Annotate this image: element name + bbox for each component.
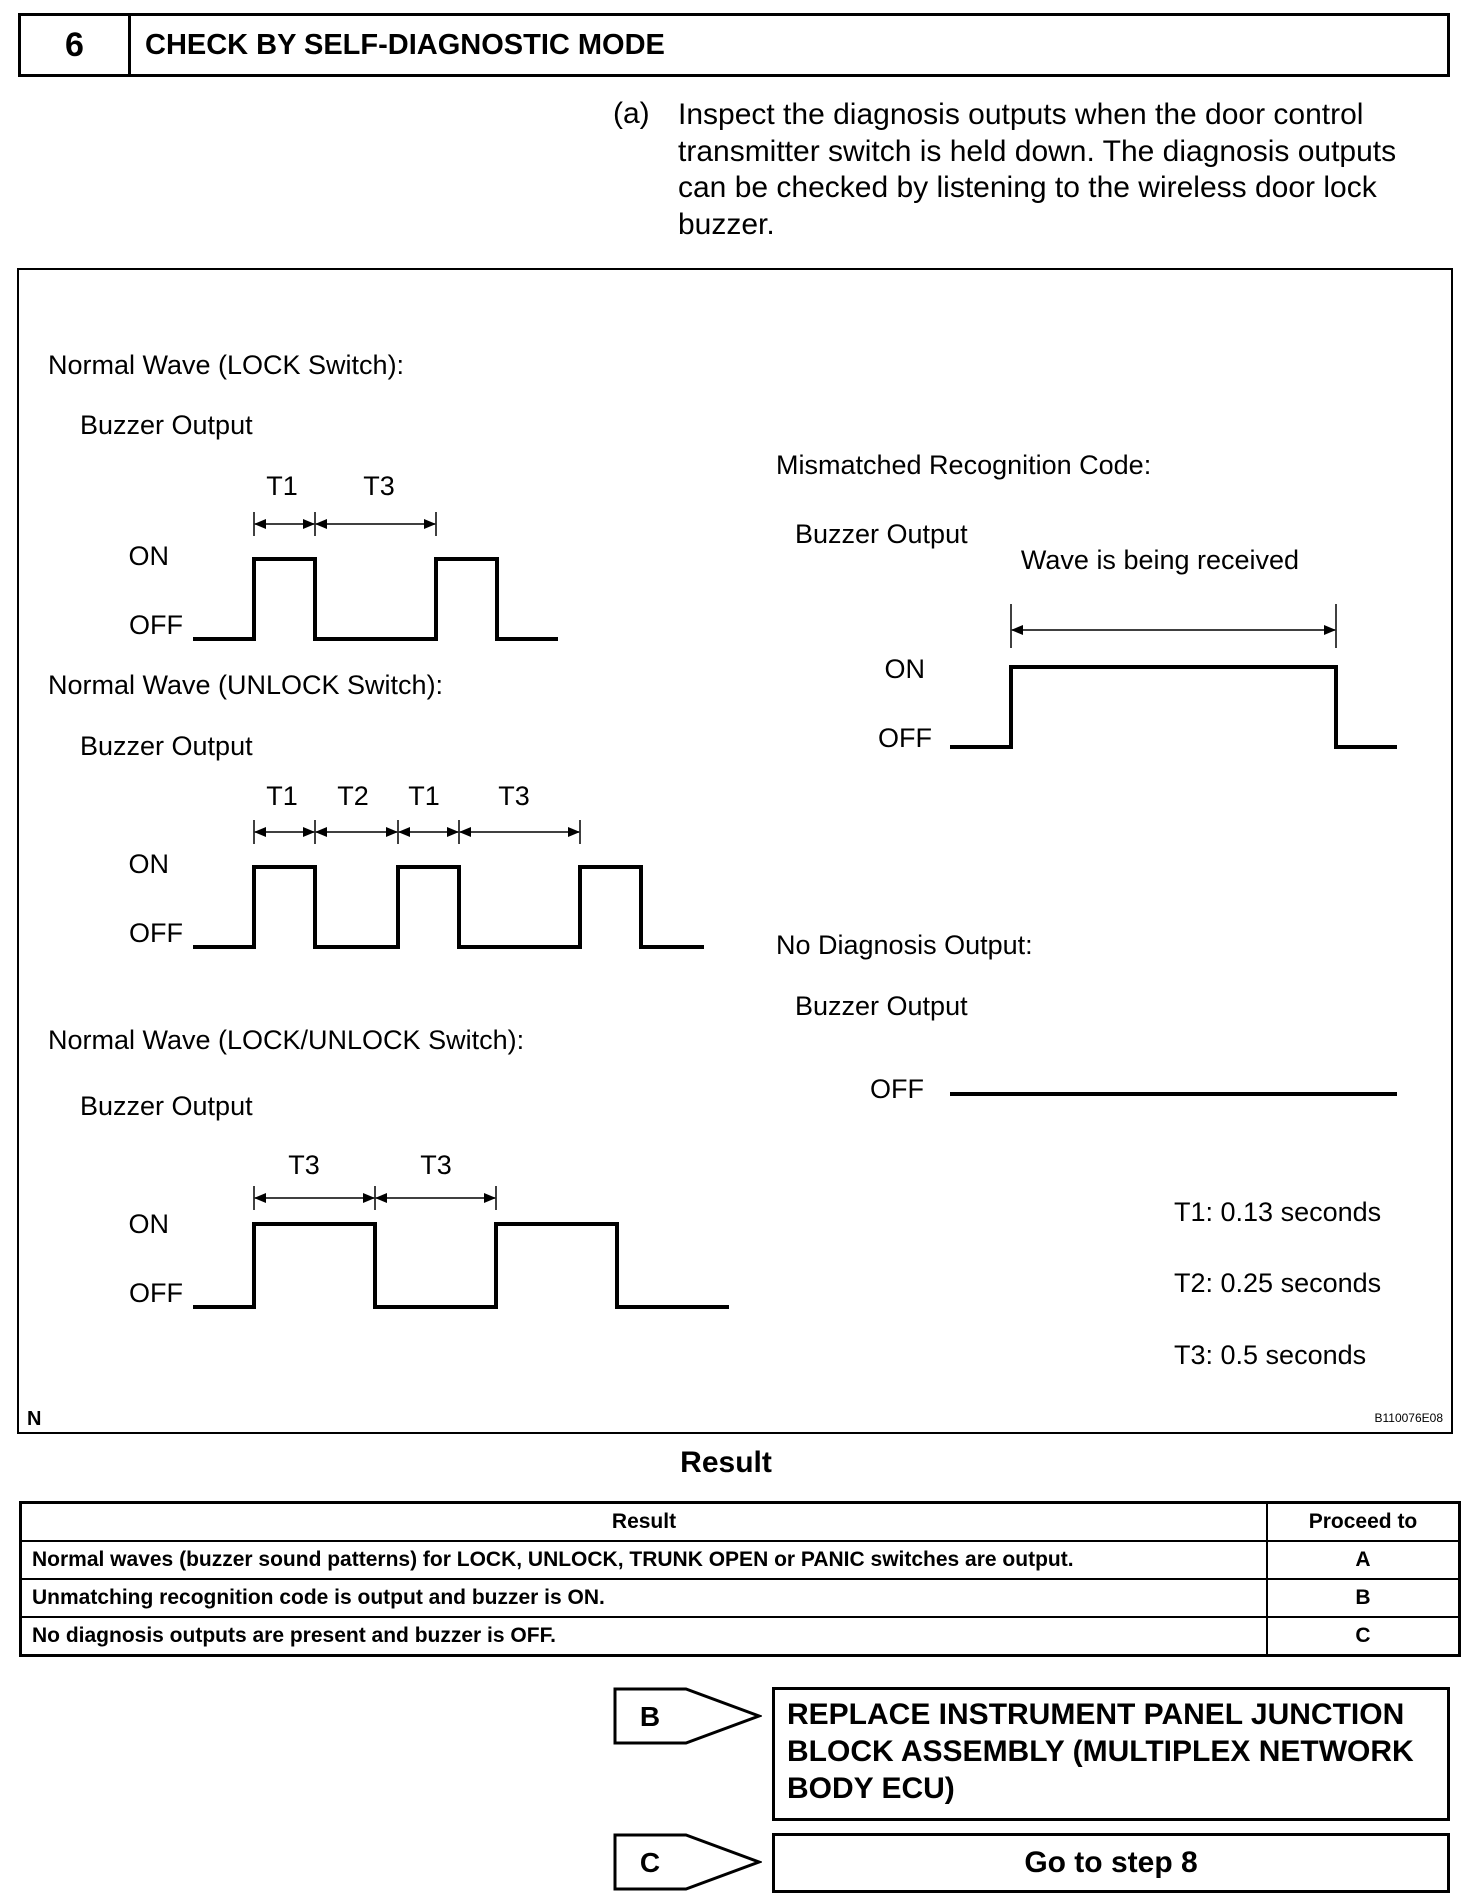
unlock-t3-label: T3 <box>498 781 530 811</box>
lock-t1-label: T1 <box>266 471 298 501</box>
legend-t1: T1: 0.13 seconds <box>1174 1197 1381 1227</box>
lockunlock-waveform <box>193 1222 729 1309</box>
instruction-text: Inspect the diagnosis outputs when the d… <box>678 98 1397 241</box>
figure-id: B110076E08 <box>1374 1411 1443 1425</box>
legend-t3: T3: 0.5 seconds <box>1174 1340 1366 1370</box>
unlock-on-label: ON <box>129 849 170 879</box>
proceed-cell: A <box>1266 1540 1461 1580</box>
header-proceed-to: Proceed to <box>1266 1501 1461 1542</box>
waveform-diagram: Normal Wave (LOCK Switch): Buzzer Output… <box>27 350 1443 1430</box>
lockunlock-buzzer-output-label: Buzzer Output <box>80 1091 253 1121</box>
proceed-b-code: B <box>640 1701 660 1732</box>
wave-received-label: Wave is being received <box>1021 545 1299 575</box>
lock-waveform <box>193 557 558 641</box>
proceed-cell: C <box>1266 1616 1461 1657</box>
waveform-figure: Normal Wave (LOCK Switch): Buzzer Output… <box>17 268 1453 1434</box>
result-cell: No diagnosis outputs are present and buz… <box>19 1616 1268 1657</box>
table-row: Unmatching recognition code is output an… <box>19 1578 1461 1618</box>
proceed-c-code: C <box>640 1847 660 1878</box>
unlock-t1a-label: T1 <box>266 781 298 811</box>
lock-off-label: OFF <box>129 610 183 640</box>
lockunlock-off-label: OFF <box>129 1278 183 1308</box>
lockunlock-t3a-label: T3 <box>288 1150 320 1180</box>
mismatch-title: Mismatched Recognition Code: <box>776 450 1151 480</box>
lock-wave-title: Normal Wave (LOCK Switch): <box>48 350 404 380</box>
proceed-c-arrow: C <box>613 1833 762 1891</box>
step-header: 6 CHECK BY SELF-DIAGNOSTIC MODE <box>18 13 1450 77</box>
header-result: Result <box>19 1501 1268 1542</box>
result-table: Result Proceed to Normal waves (buzzer s… <box>19 1501 1461 1657</box>
proceed-c-action: Go to step 8 <box>772 1833 1450 1893</box>
table-header-row: Result Proceed to <box>19 1501 1461 1542</box>
result-cell: Unmatching recognition code is output an… <box>19 1578 1268 1618</box>
table-row: Normal waves (buzzer sound patterns) for… <box>19 1540 1461 1580</box>
unlock-wave-title: Normal Wave (UNLOCK Switch): <box>48 670 443 700</box>
proceed-b-arrow: B <box>613 1687 762 1745</box>
unlock-t1b-label: T1 <box>408 781 440 811</box>
legend-t2: T2: 0.25 seconds <box>1174 1268 1381 1298</box>
lockunlock-t3b-label: T3 <box>420 1150 452 1180</box>
mismatch-buzzer-output-label: Buzzer Output <box>795 519 968 549</box>
unlock-t2-label: T2 <box>337 781 369 811</box>
proceed-cell: B <box>1266 1578 1461 1618</box>
unlock-off-label: OFF <box>129 918 183 948</box>
mismatch-off-label: OFF <box>878 723 932 753</box>
nodiag-title: No Diagnosis Output: <box>776 930 1033 960</box>
lock-buzzer-output-label: Buzzer Output <box>80 410 253 440</box>
table-row: No diagnosis outputs are present and buz… <box>19 1616 1461 1657</box>
proceed-b-action: REPLACE INSTRUMENT PANEL JUNCTION BLOCK … <box>772 1687 1450 1821</box>
figure-corner-n: N <box>27 1408 41 1430</box>
result-cell: Normal waves (buzzer sound patterns) for… <box>19 1540 1268 1580</box>
nodiag-off-label: OFF <box>870 1074 924 1104</box>
step-title: CHECK BY SELF-DIAGNOSTIC MODE <box>145 28 665 61</box>
mismatch-waveform <box>950 665 1397 749</box>
lock-on-label: ON <box>129 541 170 571</box>
mismatch-on-label: ON <box>885 654 926 684</box>
instruction-label: (a) <box>613 97 650 130</box>
nodiag-buzzer-output-label: Buzzer Output <box>795 991 968 1021</box>
lockunlock-wave-title: Normal Wave (LOCK/UNLOCK Switch): <box>48 1025 524 1055</box>
unlock-waveform <box>193 865 704 949</box>
result-title: Result <box>680 1446 772 1479</box>
unlock-buzzer-output-label: Buzzer Output <box>80 731 253 761</box>
step-number: 6 <box>21 16 131 74</box>
lockunlock-on-label: ON <box>129 1209 170 1239</box>
lock-t3-label: T3 <box>363 471 395 501</box>
